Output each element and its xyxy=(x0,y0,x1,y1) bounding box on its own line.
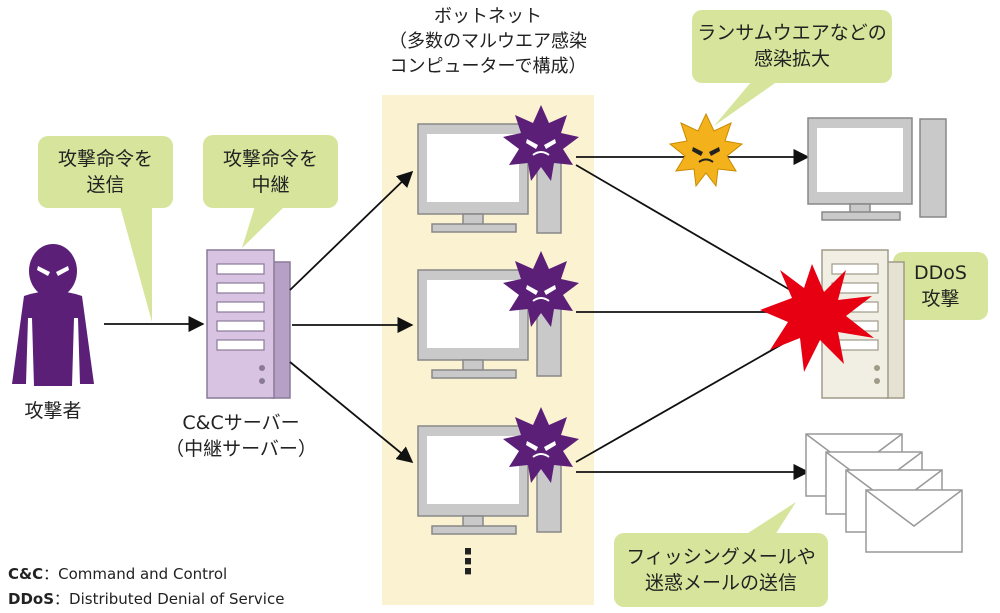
envelope-icon xyxy=(865,489,963,553)
legend-text: Command and Control xyxy=(58,565,228,583)
legend-item-ddos: DDoS：Distributed Denial of Service xyxy=(8,588,284,609)
malware-icon xyxy=(503,251,579,327)
attacker-figure-icon xyxy=(12,244,94,386)
bubble-line: 送信 xyxy=(86,174,125,196)
malware-icon xyxy=(503,105,579,181)
bubble-line: DDoS xyxy=(914,262,967,284)
explosion-icon xyxy=(760,264,874,372)
legend-sep: ： xyxy=(54,590,70,608)
cc-server-label: C&Cサーバー （中継サーバー） xyxy=(160,410,322,462)
bubble-line: 攻撃命令を xyxy=(222,148,318,170)
legend-item-cc: C&C：Command and Control xyxy=(8,563,227,584)
attacker-label: 攻撃者 xyxy=(24,400,82,422)
bubble-line: 中継 xyxy=(251,174,290,196)
legend-abbr: DDoS xyxy=(8,590,55,608)
computer-icon xyxy=(807,117,947,221)
bubble-ransomware xyxy=(692,10,892,126)
bubble-ransomware-text: ランサムウエアなどの 感染拡大 xyxy=(692,20,892,72)
malware-icon xyxy=(503,407,579,483)
bubble-line: 感染拡大 xyxy=(753,48,830,70)
server-icon xyxy=(206,249,291,399)
ransomware-icon xyxy=(668,112,744,188)
cc-server-label-line1: C&Cサーバー xyxy=(182,412,300,434)
legend-abbr: C&C xyxy=(8,565,44,583)
bubble-phishing-text: フィッシングメールや 迷惑メールの送信 xyxy=(614,544,828,596)
legend-sep: ： xyxy=(43,565,59,583)
legend-text: Distributed Denial of Service xyxy=(69,590,285,608)
botnet-title-line3: コンピューターで構成） xyxy=(389,56,587,77)
bubble-line: 攻撃命令を xyxy=(57,148,153,170)
bubble-phishing xyxy=(614,502,828,607)
bubble-ddos-text: DDoS 攻撃 xyxy=(893,260,988,312)
bubble-send-command xyxy=(38,136,173,322)
bubble-line: ランサムウエアなどの xyxy=(697,22,887,44)
botnet-title: ボットネット （多数のマルウエア感染 コンピューターで構成） xyxy=(372,4,604,79)
cc-server-label-line2: （中継サーバー） xyxy=(165,438,317,460)
more-bots-ellipsis: ⋮ xyxy=(451,542,485,582)
bubble-relay-command-text: 攻撃命令を 中継 xyxy=(203,146,338,198)
computer-icon xyxy=(417,425,562,535)
bubble-send-command-text: 攻撃命令を 送信 xyxy=(38,146,173,198)
bubble-line: フィッシングメールや xyxy=(626,546,816,568)
botnet-title-line1: ボットネット xyxy=(434,6,542,27)
bubble-relay-command xyxy=(203,135,338,248)
bubble-line: 攻撃 xyxy=(921,288,960,310)
botnet-title-line2: （多数のマルウエア感染 xyxy=(389,31,587,52)
bubble-line: 迷惑メールの送信 xyxy=(644,572,797,594)
